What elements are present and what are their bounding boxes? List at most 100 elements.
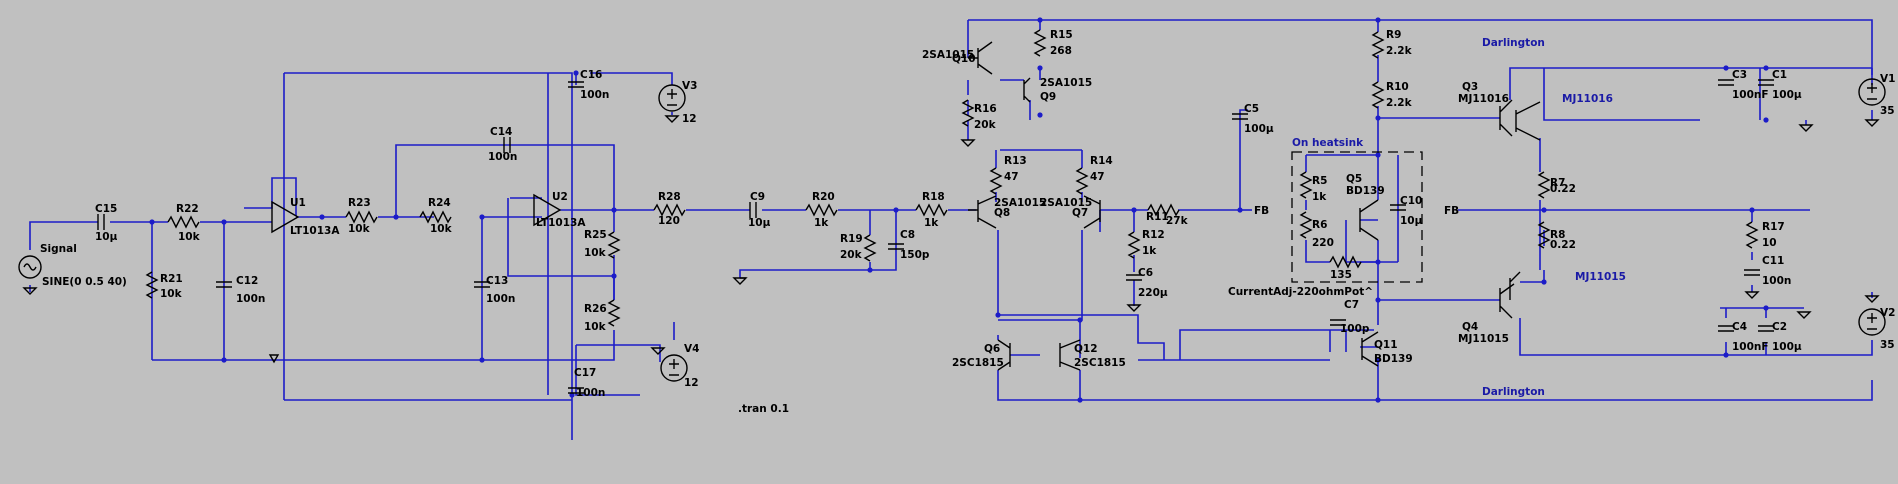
r12-value-label[interactable]: 1k <box>1142 245 1157 257</box>
r16-value-label[interactable]: 20k <box>974 119 997 131</box>
c8-ref-label[interactable]: C8 <box>900 229 915 241</box>
c14-ref-label[interactable]: C14 <box>490 126 512 138</box>
r21-ref-label[interactable]: R21 <box>160 273 183 285</box>
c2-value-label[interactable]: 100µ <box>1772 341 1802 353</box>
r17-ref-label[interactable]: R17 <box>1762 221 1785 233</box>
r5-value-label[interactable]: 1k <box>1312 191 1327 203</box>
v1-value-label[interactable]: 35 <box>1880 105 1895 117</box>
c13-ref-label[interactable]: C13 <box>486 275 508 287</box>
q7-ref-label[interactable]: Q7 <box>1072 207 1088 219</box>
r23-value-label[interactable]: 10k <box>348 223 371 235</box>
c7-ref-label[interactable]: C7 <box>1344 299 1359 311</box>
r28-ref-label[interactable]: R28 <box>658 191 681 203</box>
r6-value-label[interactable]: 220 <box>1312 237 1334 249</box>
r7-ref-label[interactable]: R7 <box>1550 177 1565 189</box>
c4-value-label[interactable]: 100nF <box>1732 341 1769 353</box>
r20-value-label[interactable]: 1k <box>814 217 829 229</box>
r13-ref-label[interactable]: R13 <box>1004 155 1027 167</box>
r25-value-label[interactable]: 10k <box>584 247 607 259</box>
v2-ref-label[interactable]: V2 <box>1880 307 1895 319</box>
r20-ref-label[interactable]: R20 <box>812 191 835 203</box>
q7-value-label[interactable]: 2SA1015 <box>1040 197 1092 209</box>
c9-ref-label[interactable]: C9 <box>750 191 765 203</box>
r19-value-label[interactable]: 20k <box>840 249 863 261</box>
c13-value-label[interactable]: 100n <box>486 293 515 305</box>
c1-ref-label[interactable]: C1 <box>1772 69 1787 81</box>
r6-ref-label[interactable]: R6 <box>1312 219 1327 231</box>
v2-value-label[interactable]: 35 <box>1880 339 1895 351</box>
c6-value-label[interactable]: 220µ <box>1138 287 1168 299</box>
r11-ref-label[interactable]: R11 <box>1146 211 1169 223</box>
r22-ref-label[interactable]: R22 <box>176 203 199 215</box>
u1-ref-label[interactable]: U1 <box>290 197 306 209</box>
c12-ref-label[interactable]: C12 <box>236 275 258 287</box>
c14-value-label[interactable]: 100n <box>488 151 517 163</box>
r9-ref-label[interactable]: R9 <box>1386 29 1401 41</box>
c10-ref-label[interactable]: C10 <box>1400 195 1422 207</box>
r9-value-label[interactable]: 2.2k <box>1386 45 1413 57</box>
r8-value-label[interactable]: 0.22 <box>1550 239 1576 251</box>
q10-value-label[interactable]: 2SA1015 <box>922 49 974 61</box>
r16-ref-label[interactable]: R16 <box>974 103 997 115</box>
q12-ref-label[interactable]: Q12 <box>1074 343 1098 355</box>
r11-value-label[interactable]: 27k <box>1166 215 1189 227</box>
q5-ref-label[interactable]: Q5 <box>1346 173 1362 185</box>
r23-ref-label[interactable]: R23 <box>348 197 371 209</box>
r14-value-label[interactable]: 47 <box>1090 171 1105 183</box>
r7-value-label[interactable]: 0.22 <box>1550 183 1576 195</box>
c10-value-label[interactable]: 10µ <box>1400 215 1423 227</box>
c11-value-label[interactable]: 100n <box>1762 275 1791 287</box>
signal-value-label[interactable]: SINE(0 0.5 40) <box>42 276 127 288</box>
c6-ref-label[interactable]: C6 <box>1138 267 1153 279</box>
pot-value-label[interactable]: 135 <box>1330 269 1352 281</box>
r12-ref-label[interactable]: R12 <box>1142 229 1165 241</box>
q10-ref-label[interactable]: Q10 <box>952 53 976 65</box>
r17-value-label[interactable]: 10 <box>1762 237 1777 249</box>
signal-ref-label[interactable]: Signal <box>40 243 77 255</box>
c5-ref-label[interactable]: C5 <box>1244 103 1259 115</box>
q4-value-label[interactable]: MJ11015 <box>1458 333 1509 345</box>
r21-value-label[interactable]: 10k <box>160 288 183 300</box>
q9-value-label[interactable]: 2SA1015 <box>1040 77 1092 89</box>
c16-value-label[interactable]: 100n <box>580 89 609 101</box>
r15-ref-label[interactable]: R15 <box>1050 29 1073 41</box>
q3-ref-label[interactable]: Q3 <box>1462 81 1478 93</box>
c17-value-label[interactable]: 100n <box>576 387 605 399</box>
v4-ref-label[interactable]: V4 <box>684 343 699 355</box>
q8-ref-label[interactable]: Q8 <box>994 207 1010 219</box>
c4-ref-label[interactable]: C4 <box>1732 321 1747 333</box>
spice-directive[interactable]: .tran 0.1 <box>738 403 789 415</box>
q6-value-label[interactable]: 2SC1815 <box>952 357 1004 369</box>
r24-value-label[interactable]: 10k <box>430 223 453 235</box>
q11-value-label[interactable]: BD139 <box>1374 353 1413 365</box>
r18-ref-label[interactable]: R18 <box>922 191 945 203</box>
q5-value-label[interactable]: BD139 <box>1346 185 1385 197</box>
r8-ref-label[interactable]: R8 <box>1550 229 1565 241</box>
c16-ref-label[interactable]: C16 <box>580 69 602 81</box>
r18-value-label[interactable]: 1k <box>924 217 939 229</box>
u2-ref-label[interactable]: U2 <box>552 191 568 203</box>
c5-value-label[interactable]: 100µ <box>1244 123 1274 135</box>
r24-ref-label[interactable]: R24 <box>428 197 451 209</box>
v4-value-label[interactable]: 12 <box>684 377 699 389</box>
r10-ref-label[interactable]: R10 <box>1386 81 1409 93</box>
c2-ref-label[interactable]: C2 <box>1772 321 1787 333</box>
r19-ref-label[interactable]: R19 <box>840 233 863 245</box>
v1-ref-label[interactable]: V1 <box>1880 73 1895 85</box>
r15-value-label[interactable]: 268 <box>1050 45 1072 57</box>
q9-ref-label[interactable]: Q9 <box>1040 91 1056 103</box>
r22-value-label[interactable]: 10k <box>178 231 201 243</box>
r26-ref-label[interactable]: R26 <box>584 303 607 315</box>
c11-ref-label[interactable]: C11 <box>1762 255 1784 267</box>
u1-value-label[interactable]: LT1013A <box>290 225 340 237</box>
c7-value-label[interactable]: 100p <box>1340 323 1370 335</box>
c8-value-label[interactable]: 150p <box>900 249 930 261</box>
r28-value-label[interactable]: 120 <box>658 215 680 227</box>
c17-ref-label[interactable]: C17 <box>574 367 596 379</box>
c3-ref-label[interactable]: C3 <box>1732 69 1747 81</box>
c15-ref-label[interactable]: C15 <box>95 203 117 215</box>
r14-ref-label[interactable]: R14 <box>1090 155 1113 167</box>
q11-ref-label[interactable]: Q11 <box>1374 339 1398 351</box>
c15-value-label[interactable]: 10µ <box>95 231 118 243</box>
